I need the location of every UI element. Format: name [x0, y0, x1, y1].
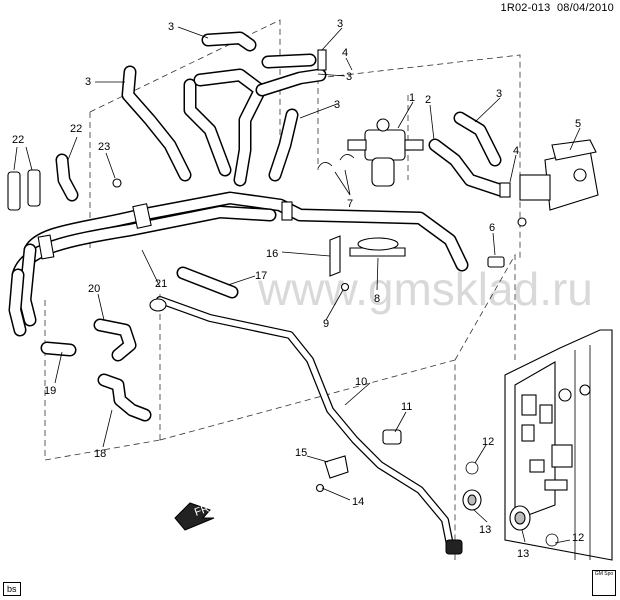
ring-12a	[465, 461, 479, 475]
callout-3: 3	[496, 88, 502, 100]
callout-12: 12	[482, 436, 494, 448]
callout-4: 4	[342, 47, 348, 59]
hose-22	[7, 153, 79, 211]
callout-11: 11	[401, 401, 412, 413]
valve-5	[517, 139, 599, 227]
diagram-header: 1R02-013 08/04/2010	[501, 2, 615, 14]
coolant-pipe-21	[8, 191, 469, 337]
leader-lines	[13, 26, 581, 544]
callout-12: 12	[572, 532, 584, 544]
callout-13: 13	[517, 548, 529, 560]
callout-3: 3	[337, 18, 343, 30]
nut-14	[315, 483, 325, 493]
engine-section	[504, 329, 613, 561]
diagram-date: 08/04/2010	[556, 2, 614, 14]
publisher-logo: GM Spo	[592, 570, 616, 596]
callout-2: 2	[425, 94, 431, 106]
callout-18: 18	[94, 448, 106, 460]
callout-3: 3	[168, 21, 174, 33]
callout-14: 14	[352, 496, 364, 508]
coolant-line-10	[149, 296, 463, 555]
hoses-3	[121, 31, 502, 187]
callout-13: 13	[479, 524, 491, 536]
clip-11	[382, 429, 402, 445]
corner-tag: bs	[3, 582, 21, 596]
callout-17: 17	[255, 270, 267, 282]
callout-4: 4	[513, 145, 519, 157]
bracket-15	[324, 455, 349, 479]
callout-16: 16	[266, 248, 278, 260]
callout-22: 22	[12, 134, 24, 146]
water-pump-1	[347, 118, 424, 187]
callout-3: 3	[85, 76, 91, 88]
ring-12b	[545, 533, 559, 547]
callout-5: 5	[575, 118, 581, 130]
clip-4	[499, 182, 511, 198]
clamps-7	[317, 154, 355, 169]
callout-22: 22	[70, 123, 82, 135]
callout-6: 6	[489, 222, 495, 234]
callout-1: 1	[409, 92, 415, 104]
callout-20: 20	[88, 283, 100, 295]
bracket-16	[329, 235, 341, 277]
callout-9: 9	[323, 318, 329, 330]
callout-19: 19	[44, 385, 56, 397]
bracket-8	[349, 237, 406, 257]
front-direction-arrow: FRT	[174, 500, 217, 531]
diagram-ref: 1R02-013	[500, 2, 551, 14]
callout-3: 3	[346, 71, 352, 83]
callout-8: 8	[374, 293, 380, 305]
callout-10: 10	[355, 376, 367, 388]
clamp-23	[112, 178, 122, 188]
bolt-9	[340, 282, 350, 292]
fitting-6	[487, 256, 505, 268]
callout-15: 15	[295, 447, 307, 459]
callout-23: 23	[98, 141, 110, 153]
watermark: www.gmsklad.ru	[257, 263, 593, 315]
callout-21: 21	[155, 278, 167, 290]
callout-labels: 3 3 4 3 3 3 3 1 2 4 5 6 7 8 9 16 17 21 1…	[12, 18, 584, 560]
callout-7: 7	[347, 198, 353, 210]
callout-3: 3	[334, 99, 340, 111]
